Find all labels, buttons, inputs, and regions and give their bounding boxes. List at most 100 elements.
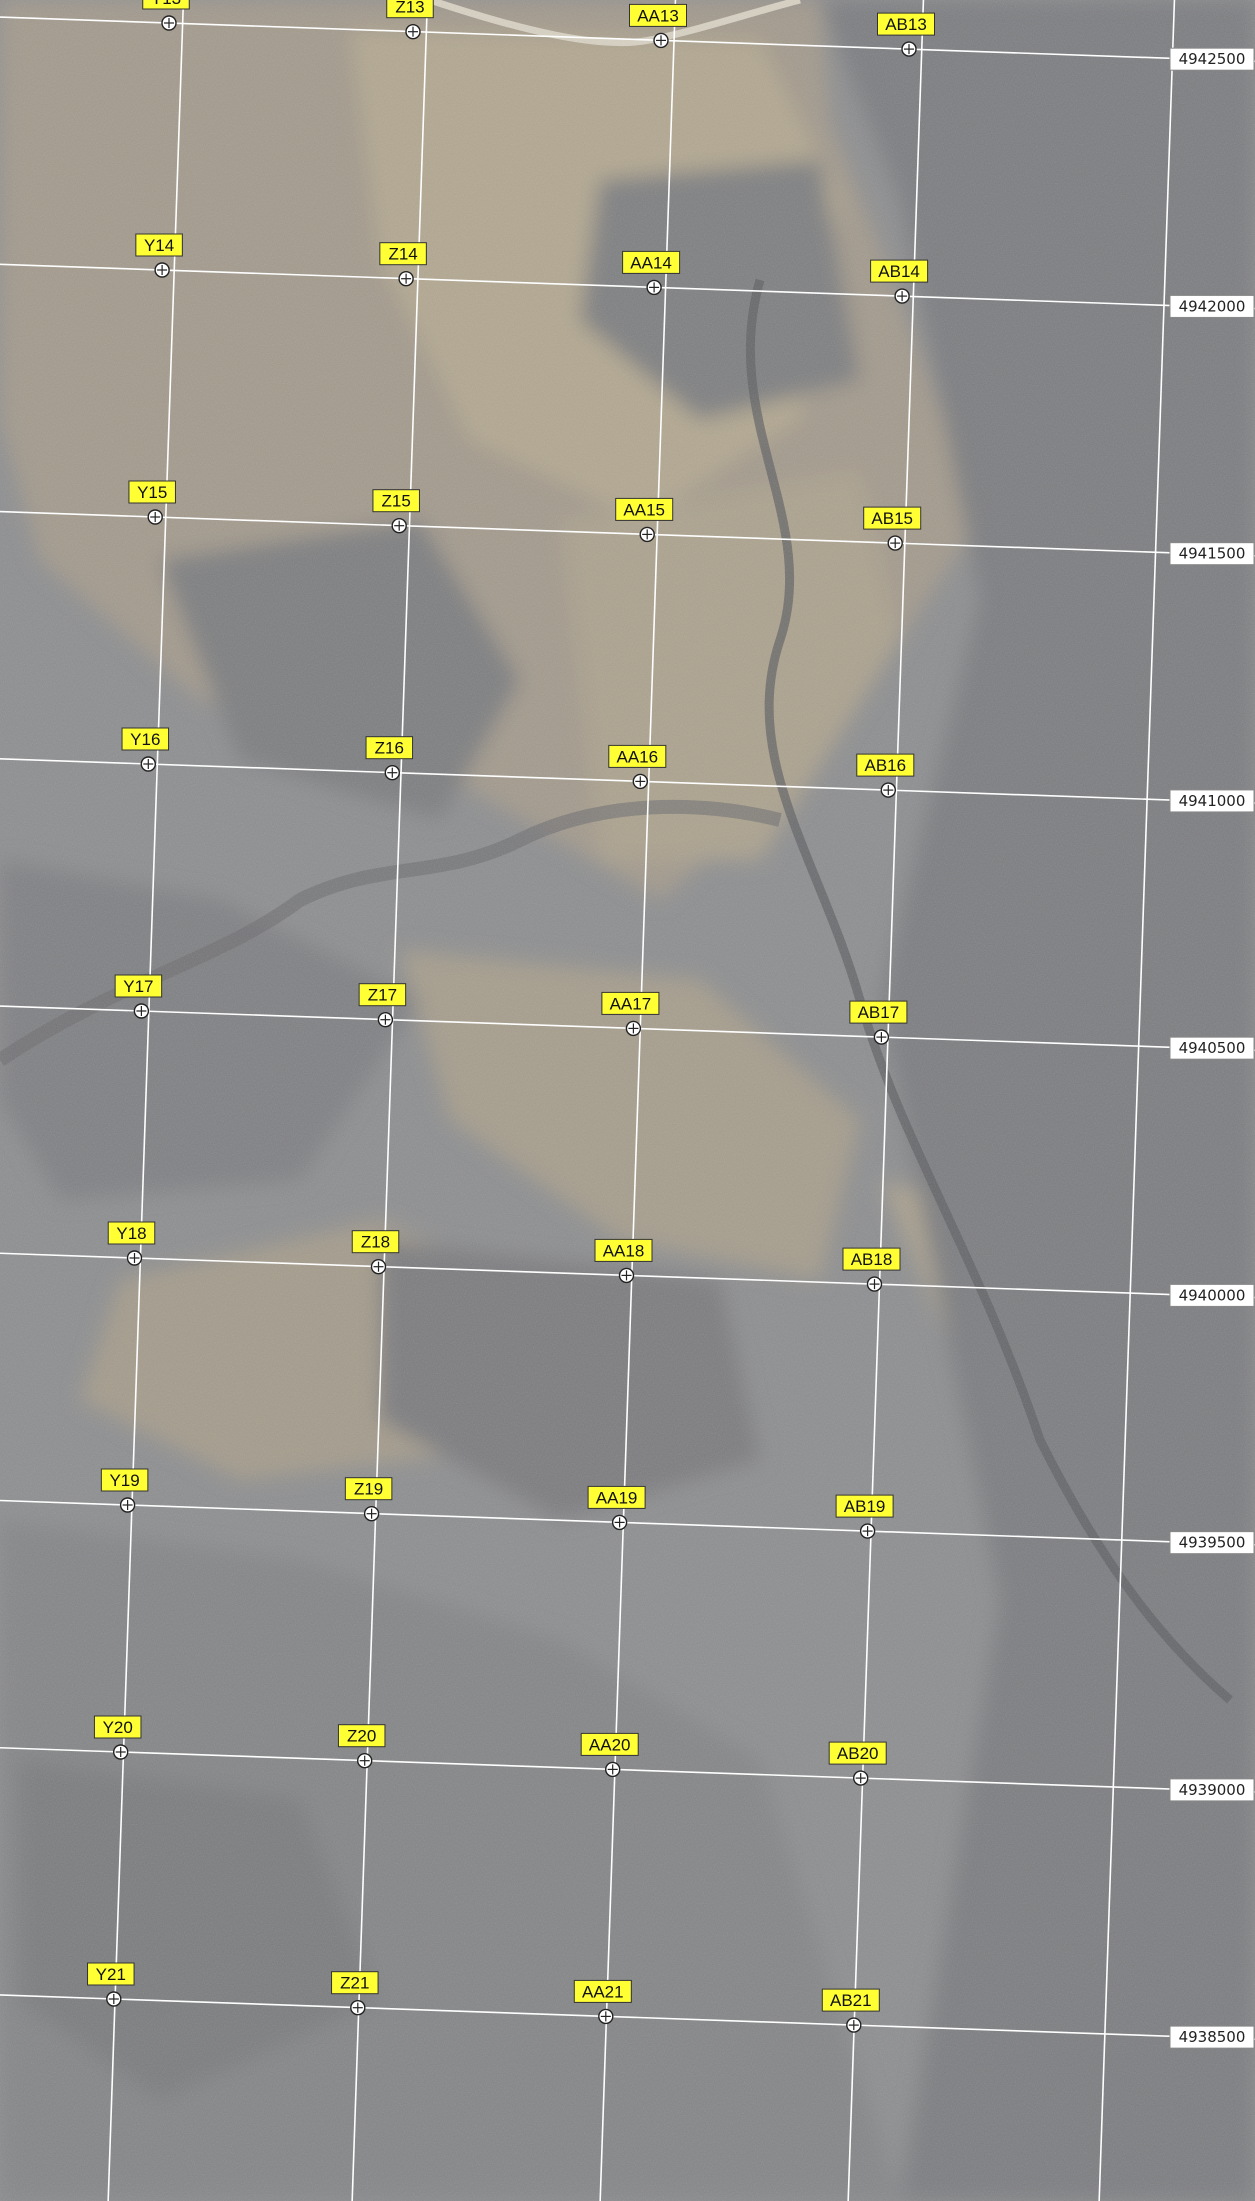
grid-point-label: AA15: [615, 497, 674, 521]
grid-point-marker[interactable]: [112, 1744, 129, 1760]
svg-text:4939500: 4939500: [1179, 1534, 1246, 1552]
grid-point-marker[interactable]: [140, 756, 157, 772]
grid-point-label: AB19: [835, 1494, 894, 1518]
grid-row-line: [0, 1499, 1255, 1546]
svg-text:4940000: 4940000: [1179, 1286, 1246, 1304]
grid-point-marker[interactable]: [133, 1003, 150, 1019]
grid-point-marker[interactable]: [377, 1012, 394, 1028]
svg-text:Z17: Z17: [368, 986, 397, 1005]
svg-text:Y19: Y19: [109, 1471, 139, 1490]
grid-point-marker[interactable]: [611, 1514, 628, 1531]
svg-text:AA19: AA19: [596, 1488, 638, 1507]
grid-point-marker[interactable]: [639, 526, 655, 543]
grid-point-marker[interactable]: [119, 1497, 136, 1513]
grid-point-marker[interactable]: [398, 271, 414, 287]
grid-point-marker[interactable]: [147, 509, 163, 525]
northing-labels: 4942500494200049415004941000494050049400…: [1169, 47, 1255, 2049]
svg-text:AB18: AB18: [851, 1250, 893, 1269]
grid-point-label: Z20: [337, 1724, 386, 1748]
grid-point-marker[interactable]: [126, 1250, 143, 1266]
grid-point-label: AA16: [608, 744, 667, 768]
svg-text:AA13: AA13: [637, 6, 679, 25]
grid-point-label: Y21: [87, 1962, 135, 1986]
grid-point-label: Y20: [93, 1715, 142, 1739]
svg-text:Y21: Y21: [96, 1965, 126, 1984]
grid-point-label: Z15: [372, 489, 420, 513]
grid-point-label: AA19: [587, 1485, 646, 1509]
grid-point-label: Z21: [331, 1971, 379, 1995]
grid-point-marker[interactable]: [653, 32, 669, 49]
grid-column-line: [599, 0, 677, 2201]
svg-text:Z20: Z20: [347, 1727, 376, 1746]
svg-text:4939000: 4939000: [1179, 1781, 1246, 1799]
svg-text:4941000: 4941000: [1179, 792, 1246, 810]
grid-point-label: Y14: [135, 233, 183, 257]
grid-point-marker[interactable]: [605, 1761, 621, 1778]
svg-text:Z14: Z14: [388, 245, 417, 264]
grid-point-label: Z17: [358, 983, 407, 1007]
svg-text:AA16: AA16: [617, 747, 659, 766]
grid-row-line: [0, 16, 1255, 63]
northing-label: 4941000: [1169, 789, 1255, 813]
grid-point-label: AB16: [856, 753, 915, 777]
grid-point-label: Y15: [128, 480, 176, 504]
grid-point-label: AB14: [870, 259, 929, 283]
grid-point-marker[interactable]: [846, 2017, 862, 2033]
grid-point-label: AA20: [580, 1732, 639, 1756]
svg-text:AA14: AA14: [630, 253, 672, 272]
svg-text:AA17: AA17: [610, 994, 652, 1013]
svg-text:4942500: 4942500: [1179, 50, 1246, 68]
grid-point-label: Z16: [365, 736, 414, 760]
svg-text:AB19: AB19: [844, 1497, 886, 1516]
grid-point-marker[interactable]: [646, 279, 662, 296]
grid-point-marker[interactable]: [853, 1770, 869, 1786]
grid-row-line: [0, 1746, 1255, 1793]
northing-label: 4940000: [1169, 1283, 1255, 1307]
grid-point-marker[interactable]: [887, 535, 903, 551]
grid-point-marker[interactable]: [106, 1991, 122, 2007]
northing-label: 4940500: [1169, 1036, 1255, 1060]
grid-point-label: Y16: [121, 727, 170, 751]
grid-point-marker[interactable]: [391, 518, 407, 534]
grid-point-marker[interactable]: [618, 1267, 635, 1284]
grid-point-marker[interactable]: [405, 24, 421, 40]
svg-text:4940500: 4940500: [1179, 1039, 1246, 1057]
grid-point-marker[interactable]: [598, 2008, 614, 2025]
grid-point-marker[interactable]: [363, 1505, 380, 1522]
svg-text:Y16: Y16: [130, 730, 160, 749]
svg-text:AA20: AA20: [589, 1735, 631, 1754]
grid-point-marker[interactable]: [370, 1258, 387, 1275]
grid-row-line: [0, 510, 1255, 557]
grid-point-marker[interactable]: [859, 1523, 876, 1539]
svg-text:AB13: AB13: [885, 15, 927, 34]
svg-text:4938500: 4938500: [1179, 2028, 1246, 2046]
grid-point-label: AB21: [821, 1988, 880, 2012]
grid-column-line: [351, 0, 429, 2201]
svg-text:4941500: 4941500: [1179, 545, 1246, 563]
svg-text:AB14: AB14: [878, 262, 920, 281]
grid-row-line: [0, 757, 1255, 804]
grid-point-marker[interactable]: [161, 15, 177, 31]
grid-column-line: [107, 0, 185, 2201]
northing-label: 4942500: [1169, 47, 1255, 71]
svg-text:Y14: Y14: [144, 236, 174, 255]
grid-point-label: AA17: [601, 991, 660, 1015]
grid-point-label: AA14: [622, 250, 681, 274]
northing-label: 4941500: [1169, 542, 1255, 566]
grid-point-marker[interactable]: [632, 773, 648, 790]
grid-point-label: AA18: [594, 1238, 653, 1262]
grid-point-marker[interactable]: [866, 1276, 883, 1292]
grid-point-marker[interactable]: [350, 1999, 366, 2016]
grid-point-marker[interactable]: [873, 1029, 890, 1045]
grid-point-marker[interactable]: [154, 262, 170, 278]
grid-point-marker[interactable]: [357, 1752, 373, 1769]
grid-point-marker[interactable]: [625, 1020, 642, 1037]
grid-point-marker[interactable]: [384, 765, 400, 781]
grid-point-marker[interactable]: [901, 41, 917, 57]
grid-point-marker[interactable]: [894, 288, 910, 304]
grid-point-marker[interactable]: [880, 782, 896, 798]
